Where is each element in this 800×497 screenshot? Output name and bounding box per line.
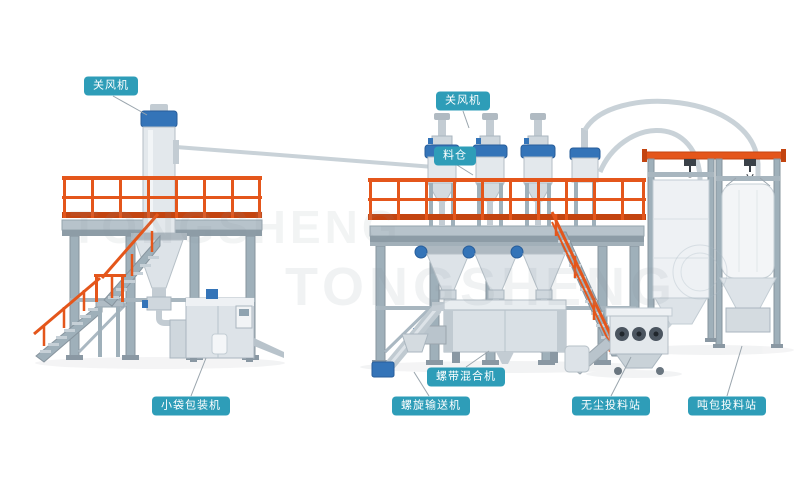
watermark: TONGSHENG TONGSHENG (70, 201, 728, 317)
right-platform-railing (368, 178, 646, 220)
ton-bag-feeding-station (713, 158, 783, 348)
label-ton-bag-station: 吨包投料站 (688, 396, 766, 416)
label-silo: 料仓 (434, 146, 476, 166)
ribbon-mixer (413, 299, 567, 364)
watermark-text: TONGSHENG (285, 257, 677, 317)
transfer-pipe (175, 145, 435, 169)
mobile-feeding-hopper (564, 307, 673, 375)
hoist-trolley (744, 159, 756, 178)
label-screw-conveyor: 螺旋输送机 (392, 396, 470, 416)
left-stairs (33, 213, 161, 363)
bag-packing-machine (169, 289, 284, 362)
left-platform-railing (62, 176, 262, 218)
label-airlock-left: 关风机 (84, 76, 138, 96)
label-small-bag-packer: 小袋包装机 (152, 396, 230, 416)
dust-free-feeding-station (645, 158, 717, 342)
watermark-stamp-icon (672, 244, 728, 300)
label-ribbon-mixer: 螺带混合机 (427, 367, 505, 387)
screw-conveyor (371, 302, 444, 378)
silo-vessels-top (424, 113, 601, 226)
watermark-text: TONGSHENG (70, 201, 402, 253)
leader-lines (112, 95, 743, 397)
label-airlock-right: 关风机 (436, 91, 490, 111)
label-dust-free-station: 无尘投料站 (572, 396, 650, 416)
